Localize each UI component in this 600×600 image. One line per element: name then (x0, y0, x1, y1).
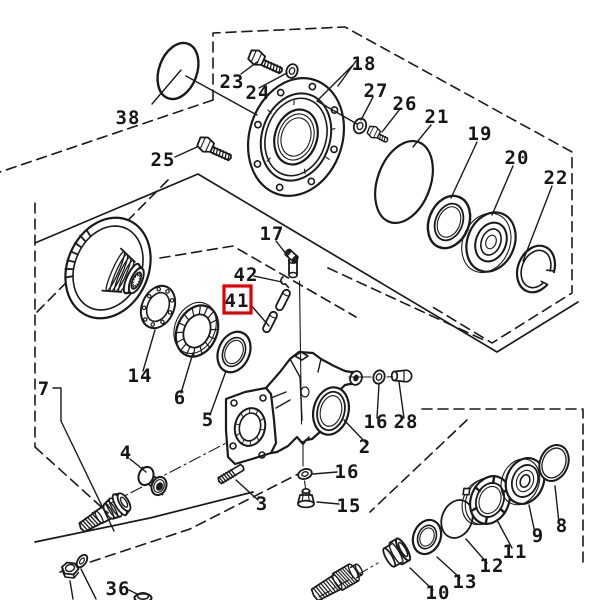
washer-16-lower (297, 468, 313, 480)
part-label-4: 4 (120, 442, 132, 464)
flange-bore (233, 407, 267, 447)
plug-28 (390, 369, 413, 383)
nut-36 (133, 591, 153, 600)
part-label-42: 42 (234, 264, 259, 286)
callout-labels: 38 23 24 25 18 27 26 21 19 20 22 7 14 6 … (38, 53, 569, 600)
input-shaft (78, 492, 132, 533)
part-label-9: 9 (532, 525, 544, 547)
bearing-cover-18 (246, 77, 346, 197)
boundary-top-region (212, 26, 573, 344)
seal-13 (411, 518, 443, 556)
part-label-2: 2 (359, 436, 371, 458)
drive-hub (64, 216, 152, 320)
region-boundaries (0, 26, 584, 573)
bush-4 (137, 465, 168, 497)
washer-16-upper (372, 369, 386, 385)
part-label-15: 15 (337, 495, 362, 517)
part-label-36: 36 (106, 578, 131, 600)
part-label-19: 19 (468, 123, 493, 145)
fill-plug-boss (349, 370, 363, 386)
part-label-38: 38 (116, 107, 141, 129)
bolt-25 (196, 136, 232, 162)
boundary-dashed (327, 267, 487, 342)
part-label-12: 12 (480, 555, 505, 577)
part-label-27: 27 (364, 80, 389, 102)
washer-27 (352, 117, 368, 135)
part-label-21: 21 (425, 106, 450, 128)
part-label-5: 5 (202, 409, 214, 431)
breather-17 (284, 248, 299, 279)
part-label-13: 13 (453, 571, 478, 593)
part-label-14: 14 (128, 365, 153, 387)
part-label-28: 28 (394, 411, 419, 433)
o-ring-12 (440, 499, 474, 539)
leader-lines (52, 60, 560, 600)
part-label-6: 6 (174, 387, 186, 409)
hub-spline-hatch (64, 229, 92, 279)
part-label-20: 20 (505, 147, 530, 169)
cover-bolt-holes (253, 82, 339, 192)
part-label-8: 8 (556, 515, 568, 537)
boundary-bottom-right (421, 408, 584, 566)
collar-10 (382, 537, 412, 568)
bearing-9 (500, 457, 546, 506)
housing-bore (311, 386, 351, 436)
highlight-box (222, 284, 253, 315)
bolt-26 (366, 125, 389, 143)
boundary-inner-dashed (159, 245, 357, 318)
bearing-20 (461, 211, 517, 273)
part-label-7: 7 (38, 378, 50, 400)
part-label-26: 26 (393, 93, 418, 115)
boundary-solid-middle (34, 173, 579, 353)
part-label-23: 23 (220, 71, 245, 93)
part-label-41-highlighted: 41 (225, 290, 250, 312)
ring-nut-11 (461, 474, 511, 526)
needle-hatch (176, 305, 218, 357)
shaft-nut (61, 561, 80, 579)
tab-washer-14 (139, 284, 177, 330)
shaft-washer (75, 553, 89, 569)
boundary-dashed (0, 99, 214, 173)
part-label-25: 25 (151, 149, 176, 171)
part-label-10: 10 (426, 582, 451, 600)
circlip-22 (515, 244, 559, 294)
o-ring-21 (374, 139, 434, 225)
part-label-22: 22 (544, 167, 569, 189)
washer-24 (285, 63, 299, 79)
part-label-24: 24 (246, 82, 271, 104)
axis-lines (298, 280, 394, 598)
part-label-18: 18 (352, 53, 377, 75)
washer-holes (141, 286, 175, 327)
stud-3 (217, 463, 245, 485)
part-label-3: 3 (256, 493, 268, 515)
hub-bore-splines (131, 271, 142, 290)
flange-bolt-holes (229, 394, 267, 459)
boundary-solid-bottom (34, 491, 254, 543)
part-label-16-lower: 16 (335, 461, 360, 483)
boundary-dashed (369, 419, 468, 513)
gear-case-housing-2 (224, 350, 363, 466)
oil-seal-19 (426, 194, 472, 250)
breather-boss (294, 351, 309, 361)
part-label-16-upper: 16 (364, 411, 389, 433)
part-label-11: 11 (503, 541, 528, 563)
dowel-pins-41 (262, 288, 291, 334)
part-label-17: 17 (260, 223, 285, 245)
bolt-23 (247, 49, 283, 75)
needle-bearing-6 (173, 301, 220, 358)
boundary-dashed (34, 446, 109, 514)
output-shaft (310, 563, 364, 600)
drain-plug-15 (297, 487, 315, 509)
o-ring-8 (538, 444, 570, 482)
o-ring-38 (156, 41, 200, 101)
boundary-dashed-bottom (59, 467, 311, 573)
